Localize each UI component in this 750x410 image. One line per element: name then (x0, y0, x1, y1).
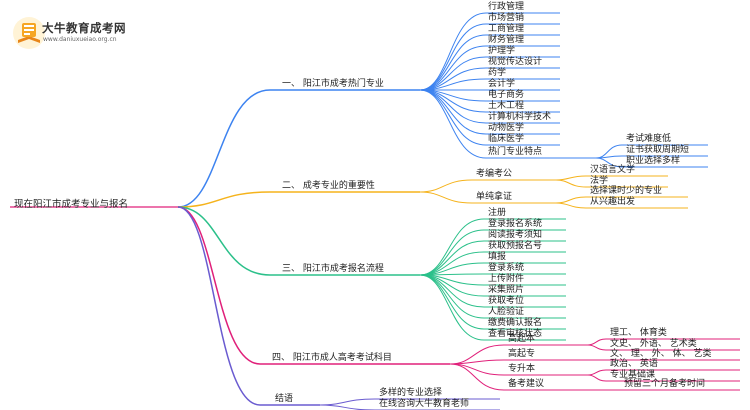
connector-line (449, 344, 505, 365)
hot-major-features: 热门专业特点 (488, 147, 543, 157)
connector-line (177, 206, 271, 276)
connector-line (419, 34, 487, 91)
major-item: 工商管理 (488, 24, 525, 34)
feature-item: 证书获取周期短 (626, 145, 690, 155)
connector-line (419, 89, 487, 146)
connector-line (419, 23, 487, 91)
connector-line (177, 206, 261, 365)
subject-item: 政治、 英语 (610, 359, 658, 369)
subject-item: 文、 理、 外、 体、 艺类 (610, 349, 712, 359)
branch-hot-majors: 一、 阳江市成考热门专业 (282, 79, 384, 89)
major-item: 电子商务 (488, 90, 525, 100)
step-item: 获取考位 (488, 296, 525, 306)
subject-group: 备考建议 (508, 379, 545, 389)
connector-line (419, 274, 485, 341)
connector-line (177, 89, 271, 208)
major-item: 市场营销 (488, 13, 525, 23)
site-logo (12, 14, 132, 50)
connector-line (449, 363, 505, 391)
exam-civil-service: 考编考公 (476, 169, 513, 179)
major-item: 土木工程 (488, 101, 525, 111)
major-item: 财务管理 (488, 35, 525, 45)
major-item: 药学 (488, 68, 507, 78)
subject-group: 专升本 (508, 364, 536, 374)
step-item: 获取预报名号 (488, 241, 543, 251)
step-item: 人脸验证 (488, 307, 525, 317)
connector-line (177, 191, 271, 208)
connector-line (319, 398, 376, 406)
step-item: 查看审核状态 (488, 329, 543, 339)
connector-line (555, 202, 587, 209)
branch-registration: 三、 阳江市成考报名流程 (282, 264, 384, 274)
subject-group: 高起专 (508, 349, 536, 359)
importance-item: 选择课时少的专业 (590, 186, 663, 196)
step-item: 填报 (488, 252, 507, 262)
connector-line (587, 374, 607, 382)
connector-line (319, 404, 376, 410)
connector-line (595, 157, 623, 168)
major-item: 计算机科学技术 (488, 112, 552, 122)
subject-group: 高起本 (508, 334, 536, 344)
connector-line (419, 274, 485, 330)
major-item: 会计学 (488, 79, 516, 89)
step-item: 缴费确认报名 (488, 318, 543, 328)
subject-item: 文史、 外语、 艺术类 (610, 339, 697, 349)
connector-line (419, 89, 487, 159)
connector-line (555, 179, 587, 188)
connector-line (555, 196, 587, 204)
connector-line (419, 191, 473, 204)
step-item: 上传附件 (488, 274, 525, 284)
connector-line (449, 359, 505, 365)
connector-line (419, 218, 485, 276)
step-item: 登录系统 (488, 263, 525, 273)
step-item: 阅读报考须知 (488, 230, 543, 240)
branch-conclusion: 结语 (275, 394, 294, 404)
connector-line (419, 12, 487, 91)
branch-exam-subjects: 四、 阳江市成人高考考试科目 (272, 353, 392, 363)
connector-line (555, 175, 587, 181)
connector-line (587, 344, 607, 351)
connector-line (419, 240, 485, 276)
connector-line (587, 338, 607, 346)
connector-line (587, 369, 607, 376)
step-item: 登录报名系统 (488, 219, 543, 229)
site-logo-url: www.daniuxueiao.org.cn (43, 36, 117, 43)
major-item: 护理学 (488, 46, 516, 56)
just-certificate: 单纯拿证 (476, 192, 513, 202)
importance-item: 从兴趣出发 (590, 197, 636, 207)
branch-importance: 二、 成考专业的重要性 (282, 181, 375, 191)
connector-line (419, 179, 473, 193)
major-item: 行政管理 (488, 2, 525, 12)
subject-item: 预留三个月备考时间 (624, 379, 706, 389)
step-item: 采集照片 (488, 285, 525, 295)
feature-item: 考试难度低 (626, 134, 672, 144)
root-topic: 现在阳江市成考专业与报名 (14, 199, 129, 210)
subject-item: 理工、 体育类 (610, 328, 667, 338)
step-item: 注册 (488, 208, 507, 218)
subject-item: 专业基础课 (610, 370, 656, 380)
major-item: 视觉传达设计 (488, 57, 543, 67)
conclusion-item: 在线咨询大牛教育老师 (379, 399, 470, 409)
site-logo-name: 大牛教育成考网 (42, 21, 126, 35)
conclusion-item: 多样的专业选择 (379, 388, 443, 398)
connector-line (419, 89, 487, 124)
connector-line (419, 274, 485, 308)
connector-line (177, 206, 261, 406)
connector-line (419, 56, 487, 91)
importance-item: 汉语言文学 (590, 165, 636, 175)
book-logo-icon (13, 17, 45, 49)
major-item: 动物医学 (488, 123, 525, 133)
feature-item: 职业选择多样 (626, 156, 681, 166)
major-item: 临床医学 (488, 134, 525, 144)
importance-item: 法学 (590, 176, 609, 186)
